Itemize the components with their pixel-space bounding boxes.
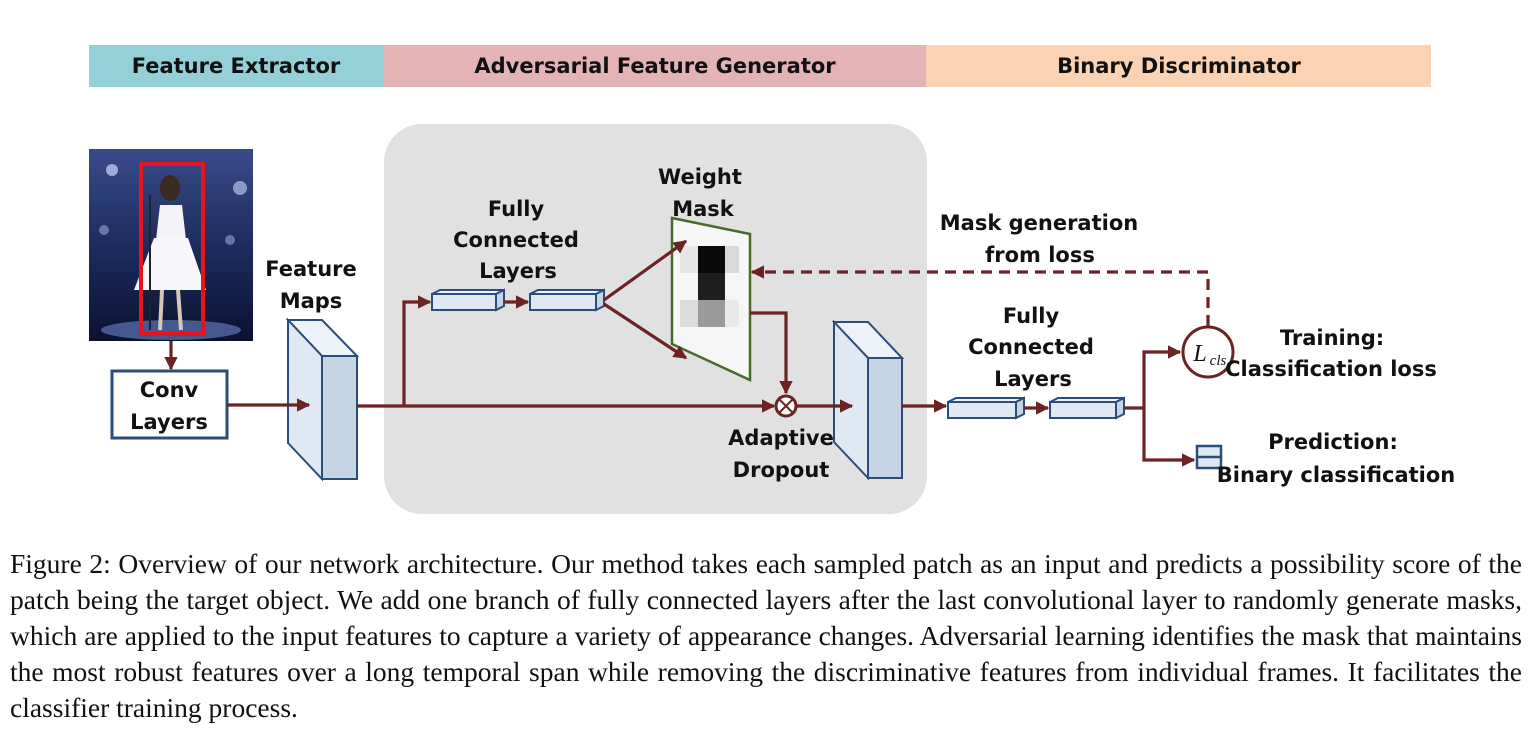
weight-mask-label-line2: Mask — [672, 197, 735, 221]
arrow-to-prediction — [1142, 408, 1196, 467]
generator-fc-layer-2 — [529, 288, 605, 312]
training-label-line2: Classification loss — [1225, 357, 1437, 381]
arrow-fc-to-mask-bottom — [603, 302, 688, 360]
section-generator-band — [383, 45, 926, 87]
adaptive-dropout-label-line2: Dropout — [733, 458, 830, 482]
section-generator-label: Adversarial Feature Generator — [474, 54, 836, 78]
loss-subscript: cls — [1210, 353, 1227, 369]
discriminator-fc-layer-1 — [947, 396, 1025, 420]
figure-caption: Figure 2: Overview of our network archit… — [10, 548, 1522, 723]
generator-panel — [384, 124, 927, 514]
feature-maps-label-line2: Maps — [280, 289, 343, 313]
arrow-branch-to-fc — [402, 295, 432, 406]
generator-fc-layer-1 — [431, 288, 505, 312]
training-label-line1: Training: — [1280, 326, 1384, 350]
generator-fc-label-line2: Connected — [453, 228, 579, 252]
loss-symbol: L — [1192, 341, 1206, 367]
section-header-bar: Feature Extractor Adversarial Feature Ge… — [89, 45, 1431, 87]
data-flow-arrows — [164, 239, 1210, 467]
arrow-mask-generation-feedback — [750, 265, 1210, 326]
conv-layers-box — [110, 369, 229, 440]
generator-fc-label-line1: Fully — [488, 197, 545, 221]
prediction-label-line1: Prediction: — [1268, 430, 1398, 454]
feature-maps-block — [285, 317, 360, 482]
target-crop-box — [139, 162, 205, 336]
conv-layers-label-line2: Layers — [130, 410, 208, 434]
discriminator-fc-label-line1: Fully — [1003, 304, 1060, 328]
arrow-fc-to-mask-top — [603, 239, 688, 302]
arrow-mask-to-multiply — [750, 311, 793, 395]
input-image — [89, 149, 253, 341]
section-feature-extractor-label: Feature Extractor — [132, 54, 341, 78]
section-discriminator-label: Binary Discriminator — [1057, 54, 1301, 78]
architecture-diagram: Feature Extractor Adversarial Feature Ge… — [89, 45, 1456, 514]
section-feature-extractor-band — [89, 45, 383, 87]
mask-generation-label-line1: Mask generation — [940, 211, 1138, 235]
conv-layers-label-line1: Conv — [140, 378, 199, 402]
prediction-output-icon — [1195, 444, 1223, 470]
feature-maps-label-line1: Feature — [265, 257, 357, 281]
arrow-to-loss — [1142, 345, 1182, 408]
prediction-label-line2: Binary classification — [1217, 463, 1456, 487]
weight-mask-label-line1: Weight — [658, 165, 742, 189]
generator-fc-label-line3: Layers — [479, 259, 557, 283]
section-discriminator-band — [926, 45, 1431, 87]
loss-node — [1181, 325, 1235, 379]
discriminator-fc-label-line3: Layers — [994, 367, 1072, 391]
discriminator-fc-layer-2 — [1049, 396, 1125, 420]
discriminator-fc-label-line2: Connected — [968, 335, 1094, 359]
adaptive-dropout-label-line1: Adaptive — [728, 426, 834, 450]
mask-generation-label-line2: from loss — [985, 243, 1095, 267]
